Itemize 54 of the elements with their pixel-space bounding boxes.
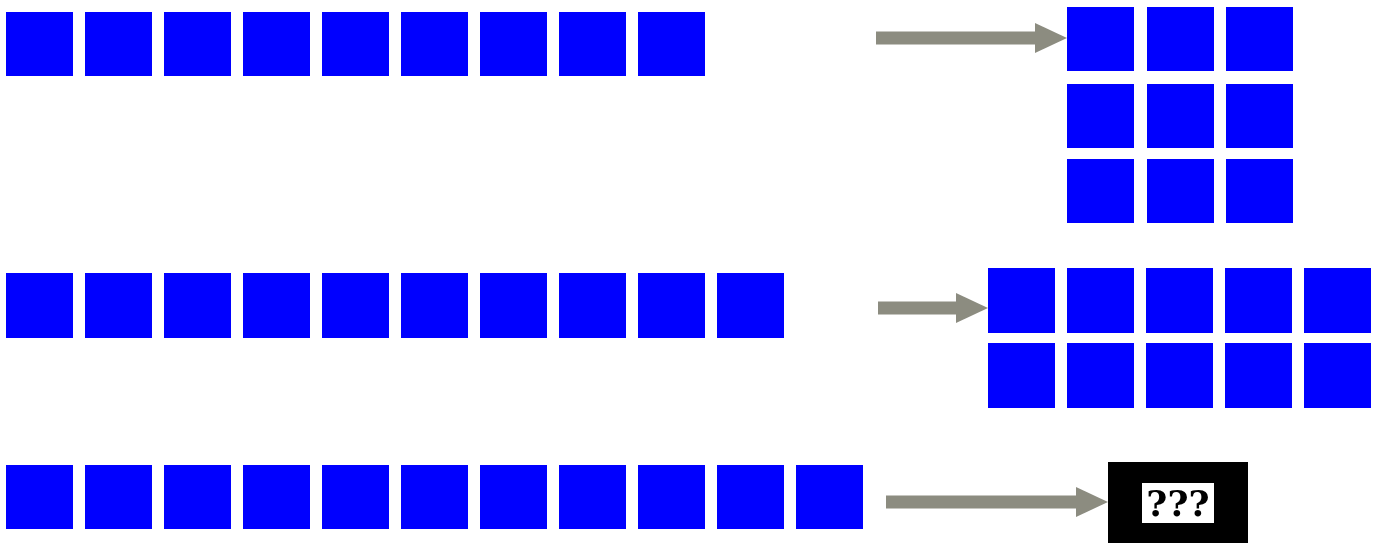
square-tile xyxy=(480,12,547,76)
question-frame xyxy=(1108,462,1248,543)
square-tile xyxy=(401,465,468,529)
square-tile xyxy=(1226,159,1293,223)
square-tile xyxy=(638,465,705,529)
question-marks: ??? xyxy=(1142,482,1214,523)
square-tile xyxy=(1304,343,1371,408)
square-tile xyxy=(480,273,547,338)
square-tile xyxy=(164,12,231,76)
square-tile xyxy=(1146,268,1213,333)
square-tile xyxy=(1146,343,1213,408)
square-tile xyxy=(559,273,626,338)
square-tile xyxy=(988,268,1055,333)
square-tile xyxy=(1146,159,1214,223)
square-tile xyxy=(85,12,152,76)
square-tile xyxy=(85,465,152,529)
square-tile xyxy=(1067,84,1134,148)
square-tile xyxy=(6,465,73,529)
square-tile xyxy=(1067,343,1134,408)
square-tile xyxy=(1226,7,1293,71)
square-tile xyxy=(6,12,73,76)
square-tile xyxy=(638,12,705,76)
arrow xyxy=(878,293,988,323)
square-tile xyxy=(559,12,626,76)
square-tile xyxy=(559,465,626,529)
square-tile xyxy=(1226,84,1293,148)
square-tile xyxy=(796,465,863,529)
square-tile xyxy=(1067,159,1134,223)
square-tile xyxy=(1067,268,1134,333)
square-tile xyxy=(480,465,547,529)
square-tile xyxy=(164,273,231,338)
square-tile xyxy=(1225,268,1292,333)
square-tile xyxy=(6,273,73,338)
square-tile xyxy=(243,465,310,529)
square-tile xyxy=(717,465,784,529)
square-tile xyxy=(85,273,152,338)
square-tile xyxy=(243,12,310,76)
square-tile xyxy=(164,465,231,529)
square-tile xyxy=(1146,84,1214,148)
square-tile xyxy=(1146,7,1214,71)
square-tile xyxy=(401,273,468,338)
square-tile xyxy=(322,12,389,76)
square-tile xyxy=(717,273,784,338)
square-tile xyxy=(1067,7,1134,71)
square-tile xyxy=(1225,343,1292,408)
square-tile xyxy=(401,12,468,76)
square-tile xyxy=(1304,268,1371,333)
arrow xyxy=(876,23,1067,53)
square-tile xyxy=(638,273,705,338)
arrow xyxy=(886,487,1108,517)
square-tile xyxy=(243,273,310,338)
square-tile xyxy=(322,465,389,529)
square-tile xyxy=(322,273,389,338)
square-tile xyxy=(988,343,1055,408)
